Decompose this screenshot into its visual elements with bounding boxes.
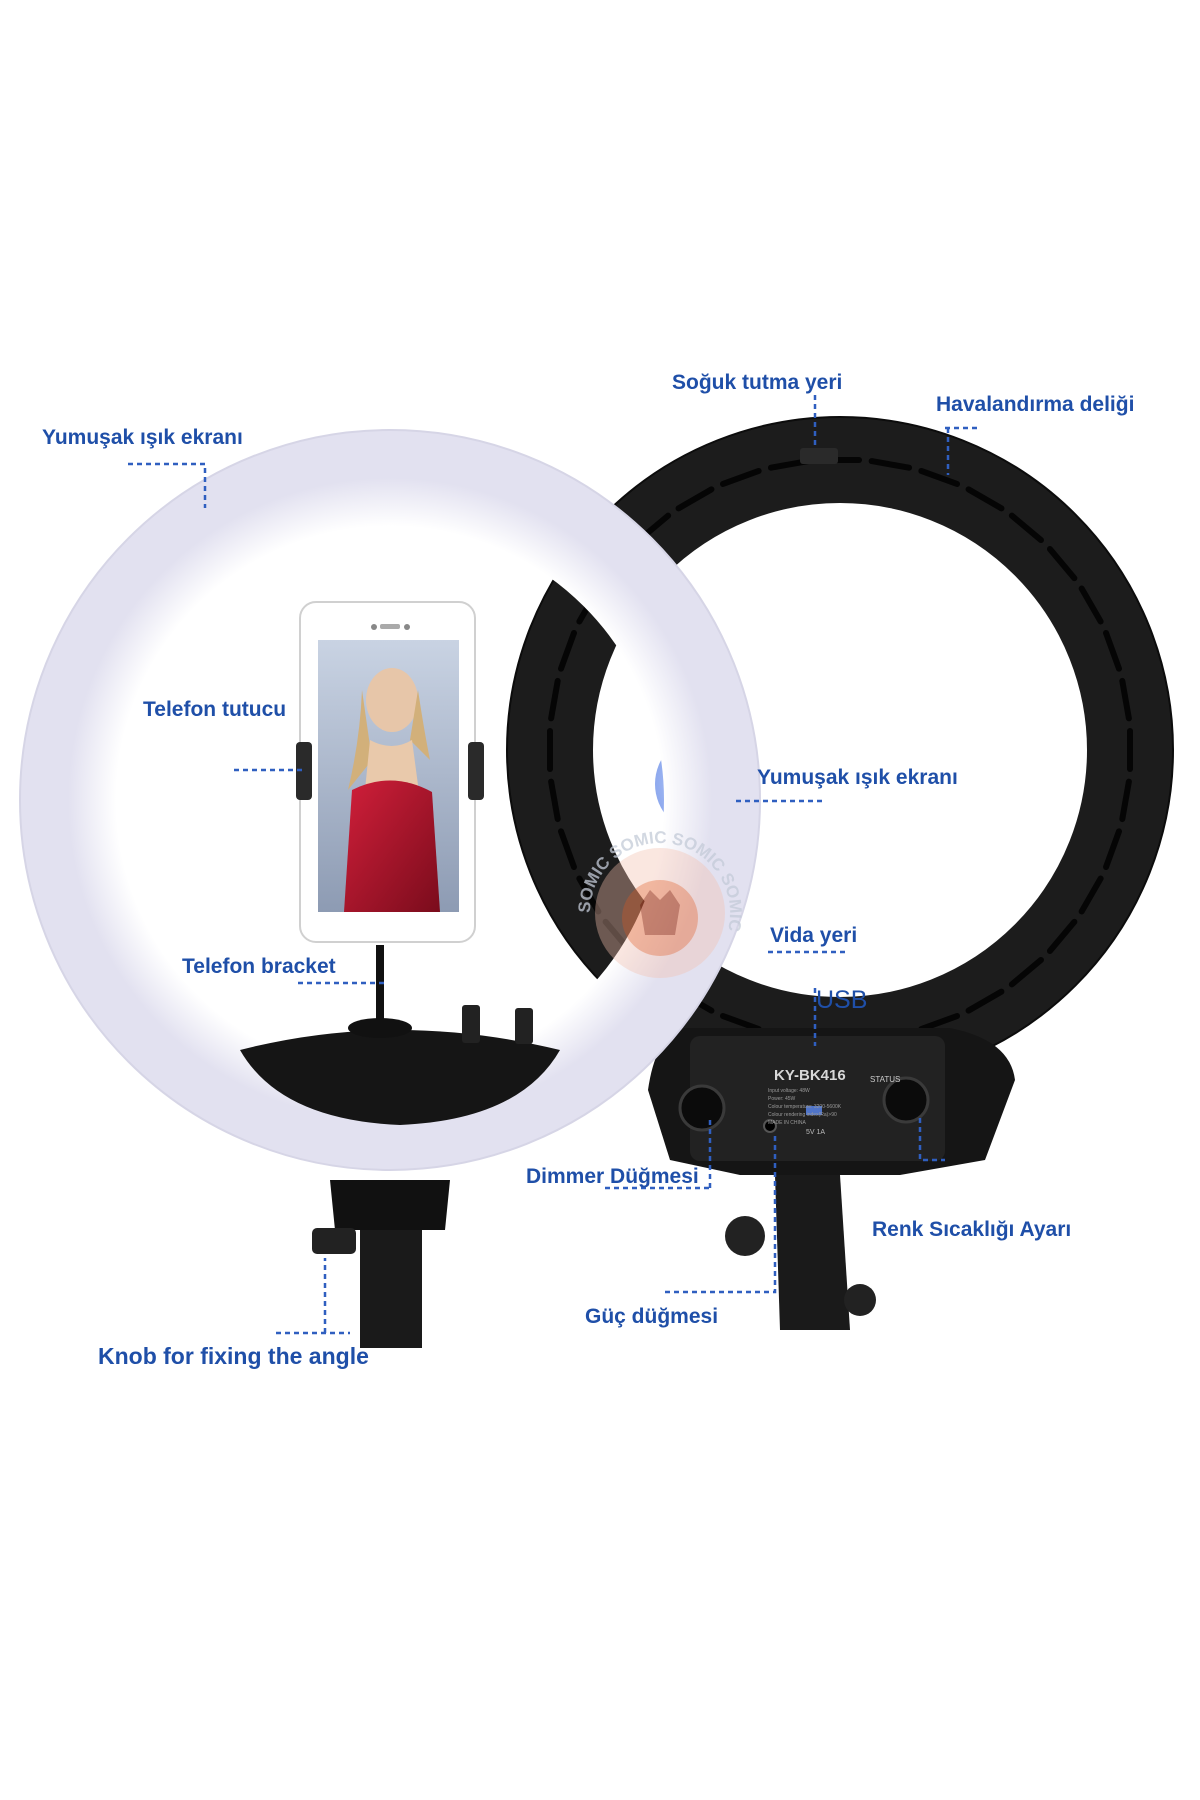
- usb-port[interactable]: [806, 1106, 822, 1115]
- label-dimmer-button: Dimmer Düğmesi: [526, 1165, 699, 1188]
- spec-line: Power: 45W: [768, 1096, 796, 1102]
- leader-lines: [128, 395, 980, 1335]
- angle-knob[interactable]: [312, 1228, 356, 1254]
- label-vent-hole: Havalandırma deliği: [936, 393, 1134, 416]
- label-phone-bracket: Telefon bracket: [182, 955, 336, 978]
- spec-line: Colour temperature: 3200-5600K: [768, 1104, 842, 1110]
- status-label: STATUS: [870, 1075, 900, 1084]
- vent-slot: [1008, 512, 1044, 544]
- vent-slot: [1119, 778, 1132, 823]
- vent-slot: [719, 1013, 762, 1033]
- color-temp-knob[interactable]: [882, 1076, 930, 1124]
- vent-slot: [1119, 677, 1132, 722]
- vent-slot: [868, 458, 913, 471]
- spec-line: Input voltage: 48W: [768, 1088, 810, 1094]
- vent-slot: [1078, 875, 1104, 915]
- control-box: KY-BK416 STATUS 5V 1A Input voltage: 48W…: [648, 1028, 1015, 1175]
- label-angle-knob: Knob for fixing the angle: [98, 1343, 369, 1369]
- vent-slot: [918, 467, 961, 487]
- vent-slot: [557, 828, 577, 871]
- vent-slot: [548, 677, 561, 722]
- vent-slot: [918, 1013, 961, 1033]
- label-power-button: Güç düğmesi: [585, 1305, 718, 1328]
- vent-slot: [965, 988, 1005, 1014]
- spec-line: MADE IN CHINA: [768, 1120, 806, 1126]
- vent-slot: [675, 486, 715, 512]
- vent-slot: [576, 875, 602, 915]
- vent-slot: [548, 778, 561, 823]
- cold-grip-tab: [800, 448, 838, 464]
- label-phone-holder: Telefon tutucu: [143, 698, 286, 721]
- vent-slot: [1103, 828, 1123, 871]
- spec-lines: Input voltage: 48W Power: 45W Colour tempe…: [768, 1088, 842, 1126]
- label-soft-light-back: Yumuşak ışık ekranı: [757, 766, 958, 789]
- phone-clamp-left[interactable]: [296, 742, 312, 800]
- label-cold-grip: Soğuk tutma yeri: [672, 371, 842, 394]
- back-stand: [725, 1175, 876, 1330]
- phone: [296, 601, 484, 943]
- label-color-temp: Renk Sıcaklığı Ayarı: [872, 1218, 1071, 1241]
- phone-clamp-right[interactable]: [468, 742, 484, 800]
- vent-slot: [1008, 956, 1044, 988]
- vent-slot: [719, 467, 762, 487]
- vent-slot: [1046, 918, 1078, 954]
- vent-slot: [557, 629, 577, 672]
- power-port[interactable]: [763, 1119, 777, 1133]
- front-base: [240, 1005, 560, 1348]
- vent-slot: [1127, 728, 1133, 772]
- label-soft-light-front: Yumuşak ışık ekranı: [42, 426, 243, 449]
- label-usb: USB: [816, 986, 867, 1014]
- vent-slot: [965, 486, 1005, 512]
- callout-labels: Yumuşak ışık ekranı Soğuk tutma yeri Hav…: [42, 371, 1134, 1369]
- vent-slot: [1046, 546, 1078, 582]
- label-screw-mount: Vida yeri: [770, 924, 857, 947]
- spec-line: Colour rendering index(Ra)>90: [768, 1112, 837, 1118]
- usb-port-text: 5V 1A: [806, 1129, 825, 1136]
- phone-bracket: [348, 945, 412, 1038]
- dimmer-knob[interactable]: [678, 1084, 726, 1132]
- vent-slot: [547, 728, 553, 772]
- vent-slot: [1103, 629, 1123, 672]
- model-label: KY-BK416: [774, 1067, 846, 1084]
- vent-slot: [1078, 585, 1104, 625]
